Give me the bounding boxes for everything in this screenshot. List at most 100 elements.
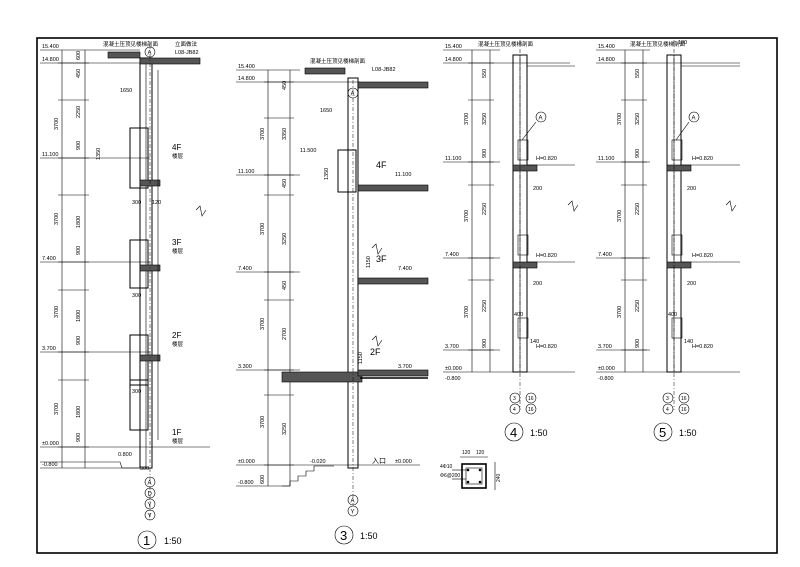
d4-note: 混凝土压顶见楼梯剖面 bbox=[478, 40, 534, 48]
d3-note: 混凝土压顶见楼梯剖面 bbox=[310, 57, 366, 65]
d5-sill-2: H=0.820 bbox=[692, 253, 713, 259]
d3-dim-g: 450 bbox=[282, 281, 288, 290]
d1-window-units bbox=[129, 127, 161, 431]
d4-number: 4 bbox=[510, 425, 517, 440]
d1-dim-q: 300 bbox=[132, 200, 141, 206]
d3-level-0: 15.400 bbox=[238, 64, 255, 70]
d4-dim-j: 200 bbox=[533, 186, 542, 192]
d3-level-5: ±0.000 bbox=[238, 459, 255, 465]
d1-note2: 立面做法 bbox=[175, 40, 198, 48]
d4-dim-i: 900 bbox=[482, 339, 488, 348]
d3-dim-k: 3250 bbox=[282, 423, 288, 435]
d4-level-3: 7.400 bbox=[445, 252, 459, 258]
d4-level-6: -0.800 bbox=[445, 376, 461, 382]
d1-level-1: 14.800 bbox=[42, 57, 59, 63]
d1-grid-3: Y bbox=[148, 503, 152, 509]
d3-floor-2f: 2F bbox=[370, 347, 381, 357]
d1-dim-g: 1800 bbox=[76, 216, 82, 228]
d1-level-lines bbox=[40, 49, 210, 469]
d1-dim-l: 3700 bbox=[54, 306, 60, 318]
d5-scale: 1:50 bbox=[679, 428, 697, 438]
column-label-stirrup: Φ6@200 bbox=[440, 473, 460, 479]
d3-grid-top: A bbox=[351, 92, 355, 98]
d3-grid-1: A bbox=[351, 499, 355, 505]
d5-dim-k: 200 bbox=[687, 281, 696, 287]
d1-note: 混凝土压顶见楼梯剖面 bbox=[103, 40, 159, 48]
d4-dim-m: 140 bbox=[530, 339, 539, 345]
d3-level-1: 14.800 bbox=[238, 76, 255, 82]
d1-dim-a: 600 bbox=[76, 51, 82, 60]
d4-dim-f: 3700 bbox=[464, 210, 470, 222]
d1-level-6: -0.800 bbox=[42, 462, 58, 468]
d5-level-1: 14.800 bbox=[598, 57, 615, 63]
d3-level-2: 11.100 bbox=[238, 169, 254, 175]
d1-dim-j: 1800 bbox=[76, 310, 82, 322]
d3-dim-f: 3250 bbox=[282, 233, 288, 245]
d3-floor-4f: 4F bbox=[376, 160, 387, 170]
d5-level-3: 7.400 bbox=[598, 252, 612, 258]
d3-scale: 1:50 bbox=[360, 531, 378, 541]
column-dim-2: 120 bbox=[476, 450, 485, 456]
d4-dim-g: 2250 bbox=[482, 300, 488, 312]
d4-grid-4: 16 bbox=[528, 407, 534, 413]
d3-dim-m: 1350 bbox=[324, 168, 330, 180]
d1-dim-d: 3700 bbox=[54, 118, 60, 130]
d3-dim-h: 2700 bbox=[282, 328, 288, 340]
d5-dim-h: 3700 bbox=[617, 306, 623, 318]
d5-top-dim: 180 bbox=[678, 40, 687, 46]
d3-level-11: ±0.000 bbox=[395, 459, 412, 465]
d1-floor-note-1f: 楼层 bbox=[172, 437, 184, 445]
d1-grid-bubbles bbox=[144, 45, 156, 521]
d5-dim-c: 900 bbox=[635, 149, 641, 158]
d1-level-0: 15.400 bbox=[42, 44, 59, 50]
d4-grid-2: 16 bbox=[528, 396, 534, 402]
d4-scale: 1:50 bbox=[530, 428, 548, 438]
d1-floor-note-3f: 楼层 bbox=[172, 247, 184, 255]
d3-dim-ticks bbox=[264, 81, 294, 466]
d1-level-3: 7.400 bbox=[42, 256, 56, 262]
d1-dim-c: 2250 bbox=[76, 106, 82, 118]
d3-dim-b: 3350 bbox=[282, 128, 288, 140]
d3-dim-l: 1650 bbox=[320, 108, 332, 114]
d1-dim-f: 1350 bbox=[96, 148, 102, 160]
d3-level-8: 11.100 bbox=[395, 172, 411, 178]
d5-dim-l: 400 bbox=[668, 312, 677, 318]
d5-note: 混凝土压顶见楼梯剖面 bbox=[630, 40, 686, 48]
d5-number: 5 bbox=[659, 425, 666, 440]
d4-sill-2: H=0.820 bbox=[536, 253, 557, 259]
d1-scale: 1:50 bbox=[164, 536, 182, 546]
d5-dim-i: 900 bbox=[635, 339, 641, 348]
d5-grid-4: 16 bbox=[681, 407, 687, 413]
d5-dim-f: 3700 bbox=[617, 210, 623, 222]
d4-dim-l: 400 bbox=[514, 312, 523, 318]
d1-dim-ticks bbox=[58, 62, 89, 448]
d5-dim-g: 2250 bbox=[635, 300, 641, 312]
d4-grid-1: 3 bbox=[513, 396, 516, 402]
d1-grid-4: Y bbox=[148, 514, 152, 520]
d4-level-lines bbox=[443, 49, 575, 373]
d3-number: 3 bbox=[340, 528, 347, 543]
d3-dim-j: 3700 bbox=[260, 416, 266, 428]
d1-floor-note-4f: 楼层 bbox=[172, 152, 184, 160]
d4-level-5: ±0.000 bbox=[445, 366, 462, 372]
d4-level-1: 14.800 bbox=[445, 57, 462, 63]
d4-level-4: 3.700 bbox=[445, 344, 459, 350]
d5-level-4: 3.700 bbox=[598, 344, 612, 350]
d5-sill-1: H=0.820 bbox=[692, 156, 713, 162]
d1-dim-b: 450 bbox=[76, 69, 82, 78]
d5-level-2: 11.100 bbox=[598, 156, 614, 162]
d5-dim-e: 3700 bbox=[617, 113, 623, 125]
d5-grid-1: 3 bbox=[666, 396, 669, 402]
d1-grid-top: A bbox=[148, 51, 152, 57]
d1-dim-e: 900 bbox=[76, 141, 82, 150]
column-dim-3: 240 bbox=[496, 473, 502, 482]
d1-floor-2f: 2F bbox=[172, 331, 181, 340]
d3-dim-e: 3700 bbox=[260, 223, 266, 235]
d1-dim-o: 900 bbox=[76, 433, 82, 442]
d3-dim-d: 450 bbox=[282, 179, 288, 188]
d5-level-0: 15.400 bbox=[598, 44, 615, 50]
d1-dim-m: 1800 bbox=[76, 406, 82, 418]
d5-level-5: ±0.000 bbox=[598, 366, 615, 372]
d3-level-12: -0.020 bbox=[310, 459, 326, 465]
